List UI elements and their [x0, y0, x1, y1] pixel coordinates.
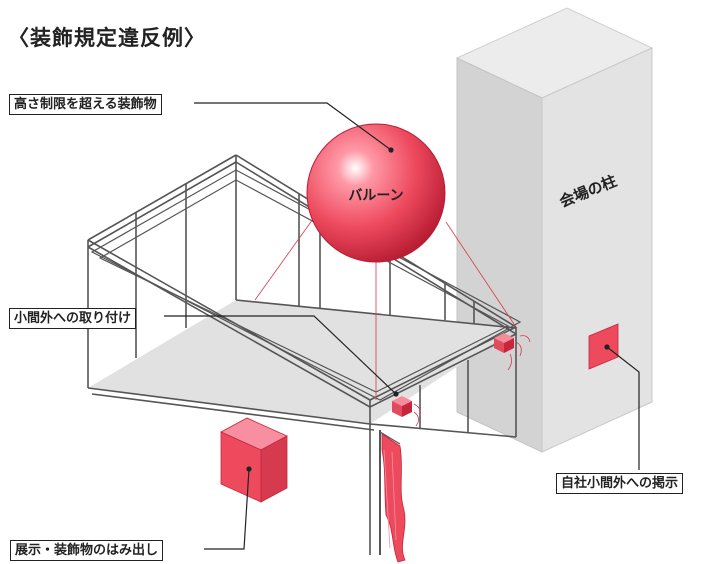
flag-banner [379, 430, 406, 563]
attached-sign-right [494, 333, 531, 371]
attached-sign-center [392, 396, 421, 427]
callout-signage-outside: 自社小間外への掲示 [556, 473, 684, 494]
pillar-poster [588, 323, 619, 370]
display-box [220, 417, 288, 503]
leader-lines [164, 102, 640, 550]
callout-overhang: 展示・装飾物のはみ出し [10, 540, 164, 561]
callout-height-limit: 高さ制限を超える装飾物 [9, 94, 162, 115]
page-title: 〈装飾規定違反例〉 [8, 26, 206, 50]
booth-top-beam [90, 169, 522, 401]
balloon-label: バルーン [348, 188, 403, 204]
callout-outside-booth: 小間外への取り付け [9, 308, 137, 329]
venue-pillar [455, 7, 654, 453]
balloon: バルーン [306, 123, 446, 263]
leader-dots [246, 147, 610, 472]
balloon-tethers [254, 211, 517, 400]
